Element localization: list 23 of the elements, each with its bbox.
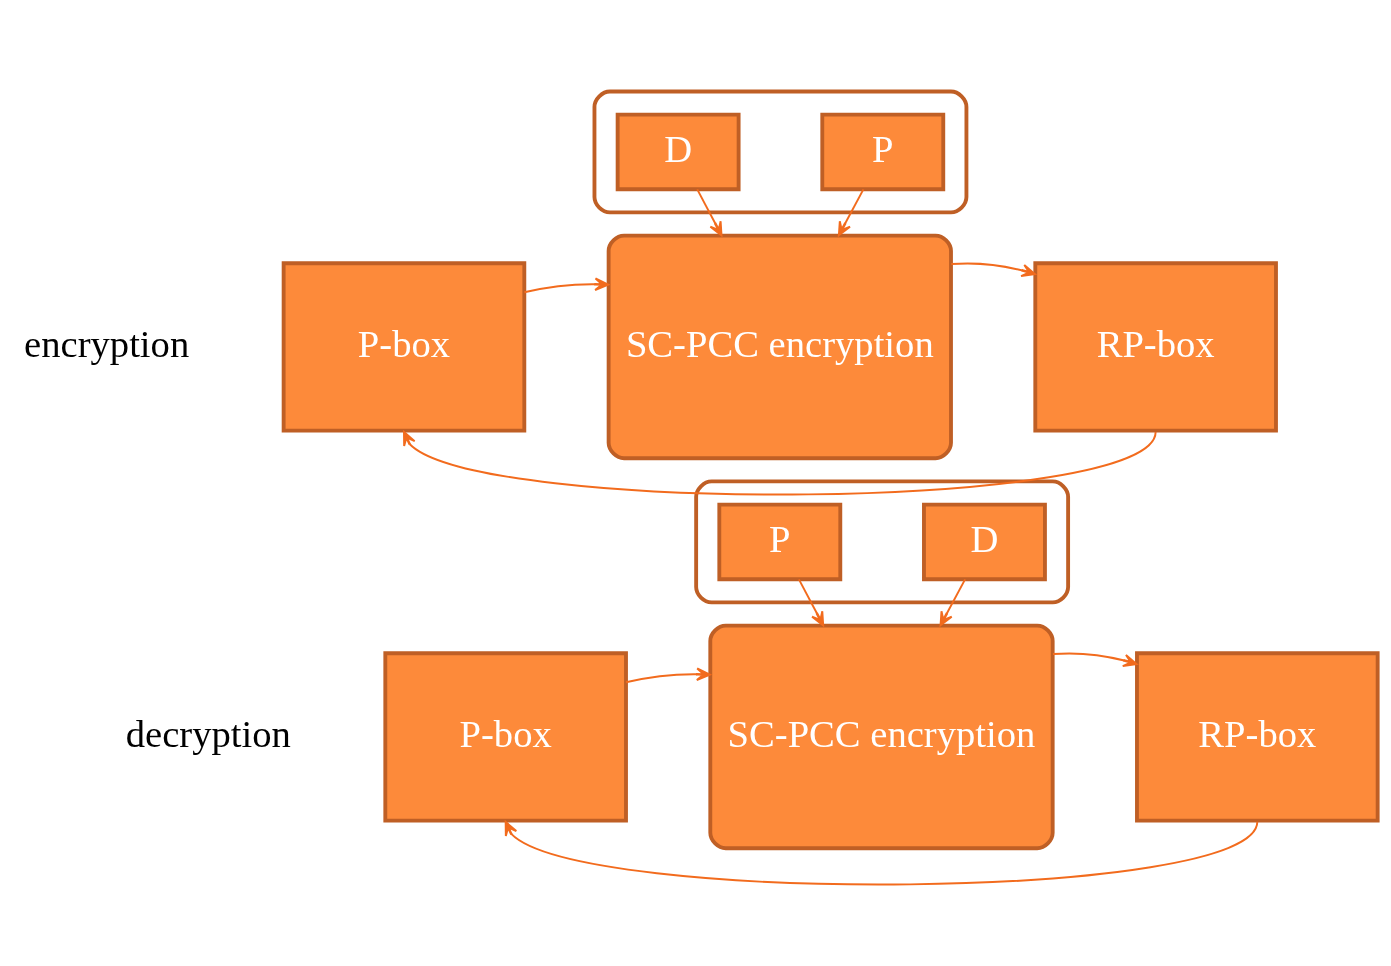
arrow xyxy=(950,262,1036,278)
node-box: P xyxy=(820,112,946,192)
arrow xyxy=(1051,652,1138,668)
node-box: RP-box xyxy=(1033,261,1278,433)
arrow xyxy=(625,667,711,684)
node-box: P-box xyxy=(281,261,527,433)
arrow xyxy=(523,277,610,294)
arrow xyxy=(696,188,723,237)
arrow xyxy=(403,430,1157,496)
arrow xyxy=(837,188,865,237)
node-box: SC-PCC encryption xyxy=(708,623,1055,851)
cluster xyxy=(592,89,969,215)
node-box: SC-PCC encryption xyxy=(606,233,953,461)
node-box: P xyxy=(717,502,843,582)
node-box: D xyxy=(922,502,1047,582)
arrow xyxy=(939,578,967,627)
label: decryption xyxy=(125,712,291,755)
node-box: RP-box xyxy=(1135,651,1380,823)
arrow xyxy=(797,578,825,627)
node-box: D xyxy=(615,112,741,192)
label: encryption xyxy=(24,322,190,365)
cluster xyxy=(694,479,1071,605)
node-box: P-box xyxy=(383,651,628,823)
